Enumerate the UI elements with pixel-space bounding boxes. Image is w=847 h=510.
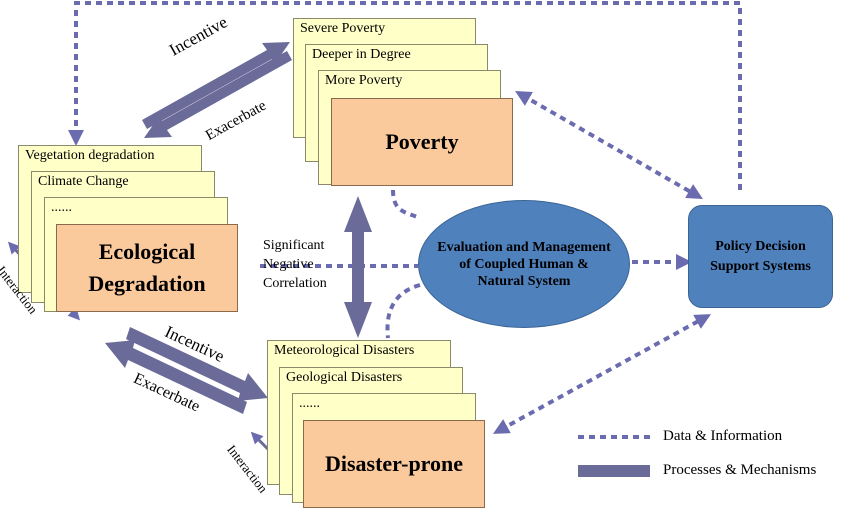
- correlation-label: Significant Negative Correlation: [263, 238, 327, 291]
- disaster-card-3-label: ......: [299, 396, 320, 411]
- policy-label: Policy Decision Support Systems: [710, 238, 811, 274]
- dotted-evaluation-to-disaster: [385, 283, 421, 339]
- ecological-card-3-label: ......: [51, 200, 72, 215]
- legend-processes-label: Processes & Mechanisms: [663, 462, 817, 478]
- incentive-arrow-bottom: [126, 327, 268, 401]
- ecological-card-2-label: Climate Change: [38, 174, 129, 189]
- incentive-arrow-top: [142, 42, 290, 129]
- evaluation-label: Evaluation and Management of Coupled Hum…: [437, 239, 611, 289]
- exacerbate-arrow-top: [144, 51, 292, 138]
- dotted-poverty-to-evaluation: [391, 189, 421, 220]
- poverty-card-2-label: Deeper in Degree: [312, 47, 411, 62]
- poverty-box: Poverty: [331, 98, 513, 186]
- dotted-poverty-policy: [515, 91, 703, 199]
- poverty-title: Poverty: [385, 129, 459, 154]
- ecological-card-1-label: Vegetation degradation: [25, 148, 155, 163]
- dotted-feedback-loop: [68, 1, 742, 190]
- poverty-card-1-label: Severe Poverty: [300, 21, 386, 36]
- legend-solid-symbol: [578, 465, 650, 477]
- disaster-card-1-label: Meteorological Disasters: [274, 343, 415, 358]
- disaster-title: Disaster-prone: [324, 451, 464, 476]
- poverty-card-3-label: More Poverty: [325, 73, 403, 88]
- disaster-card-2-label: Geological Disasters: [286, 370, 403, 385]
- disaster-box: Disaster-prone: [303, 420, 485, 508]
- ecological-title: Ecological Degradation: [88, 239, 206, 296]
- ecological-box: Ecological Degradation: [56, 224, 238, 312]
- policy-box: Policy Decision Support Systems: [688, 205, 833, 308]
- exacerbate-arrow-bottom: [105, 340, 247, 414]
- correlation-double-arrow: [344, 196, 372, 338]
- evaluation-ellipse: Evaluation and Management of Coupled Hum…: [418, 200, 630, 328]
- legend-data-info-label: Data & Information: [663, 428, 783, 444]
- dotted-disaster-policy: [492, 314, 712, 434]
